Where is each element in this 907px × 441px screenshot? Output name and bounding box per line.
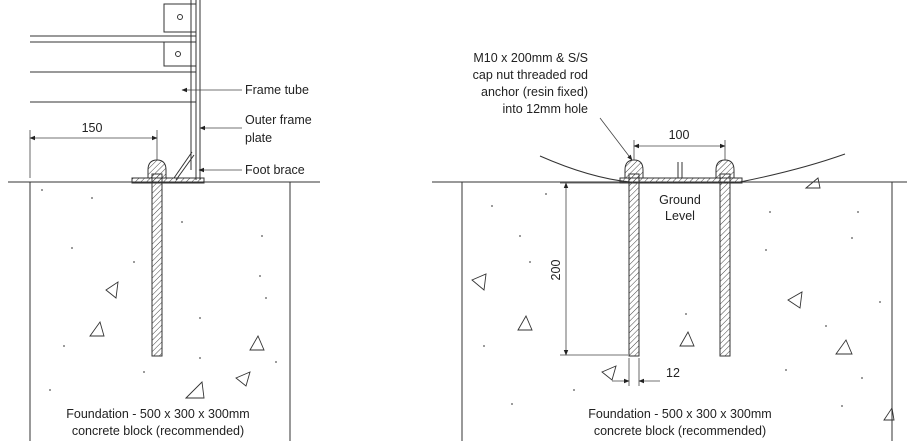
right-detail: 100 200 12 M10 x 200mm & S/S cap nut thr… <box>432 51 907 441</box>
frame-tube-label: Frame tube <box>245 83 309 97</box>
dimension-150-label: 150 <box>82 121 103 135</box>
callout-outer-frame-plate: Outer frame plate <box>199 113 312 145</box>
ground-level-label-2: Level <box>665 209 695 223</box>
right-foundation-note-1: Foundation - 500 x 300 x 300mm <box>588 407 771 421</box>
left-foundation-note-2: concrete block (recommended) <box>72 424 244 438</box>
dimension-12-label: 12 <box>666 366 680 380</box>
base-plate <box>131 177 205 184</box>
dimension-12: 12 <box>612 358 680 386</box>
frame-rails <box>30 3 197 103</box>
bolt-icon <box>175 51 181 57</box>
callout-foot-brace: Foot brace <box>198 163 305 177</box>
anchor-note-3: anchor (resin fixed) <box>481 85 588 99</box>
concrete-aggregate <box>41 189 277 399</box>
ground-mound <box>539 155 631 183</box>
anchor-rod <box>147 159 167 357</box>
dimension-150: 150 <box>29 121 158 178</box>
callout-frame-tube: Frame tube <box>181 83 309 97</box>
foot-brace <box>173 151 195 181</box>
anchor-note-1: M10 x 200mm & S/S <box>473 51 588 65</box>
dimension-200: 200 <box>549 182 628 356</box>
dimension-100: 100 <box>633 128 726 160</box>
right-foundation-note-2: concrete block (recommended) <box>594 424 766 438</box>
ground-level-label: Ground <box>659 193 701 207</box>
foundation-block <box>461 182 893 441</box>
left-detail: 150 Frame tube Outer frame plate Foot br… <box>8 0 320 441</box>
base-plate <box>619 177 743 184</box>
outer-frame-plate-label: Outer frame <box>245 113 312 127</box>
left-foundation-note-1: Foundation - 500 x 300 x 300mm <box>66 407 249 421</box>
callout-anchor: M10 x 200mm & S/S cap nut threaded rod a… <box>473 51 633 161</box>
post-stub <box>677 162 683 178</box>
outer-frame-plate-label-2: plate <box>245 131 272 145</box>
anchor-note-2: cap nut threaded rod <box>473 68 588 82</box>
anchor-note-4: into 12mm hole <box>503 102 589 116</box>
anchor-rod-left <box>624 159 644 357</box>
anchor-rod-right <box>715 159 735 357</box>
ground-mound <box>739 153 846 183</box>
foot-brace-label: Foot brace <box>245 163 305 177</box>
dimension-200-label: 200 <box>549 260 563 281</box>
bolt-icon <box>177 14 183 20</box>
foundation-block <box>29 182 291 441</box>
concrete-aggregate <box>471 177 895 421</box>
dimension-100-label: 100 <box>669 128 690 142</box>
